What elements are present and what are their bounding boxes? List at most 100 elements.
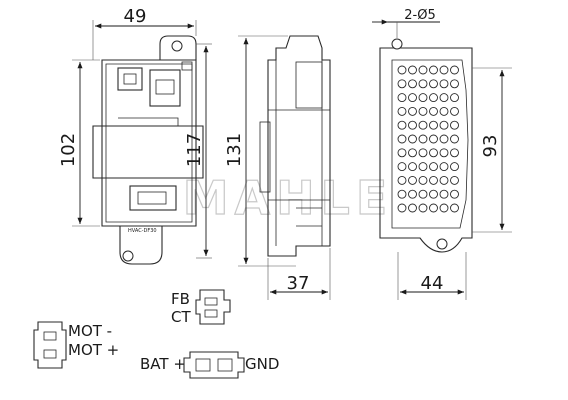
contact-cell <box>450 175 459 185</box>
contact-cell <box>439 93 449 103</box>
contact-cell <box>397 120 407 130</box>
brand-watermark: MAHLE <box>183 171 394 225</box>
contact-cell <box>397 106 407 116</box>
contact-cell <box>408 65 417 75</box>
contact-cell <box>418 106 428 116</box>
dimension-label: 2-Ø5 <box>404 8 435 23</box>
connector-top-right <box>149 69 181 107</box>
contact-cell <box>408 162 417 172</box>
dimension-depth-side: 37 <box>267 248 331 300</box>
contact-cell <box>450 203 459 213</box>
contact-cell <box>429 134 438 144</box>
contact-cell <box>418 162 428 172</box>
feedback-connector-icon <box>195 289 231 325</box>
contact-cell <box>439 203 449 213</box>
contact-cell <box>429 79 438 89</box>
contact-cell <box>397 175 407 185</box>
contact-cell <box>439 175 449 185</box>
contact-cell <box>418 134 428 144</box>
contact-cell <box>397 189 407 199</box>
pin-label-ct: CT <box>171 308 191 326</box>
pin-grid <box>397 65 459 213</box>
contact-cell <box>429 148 438 158</box>
pin-label-bat-plus: BAT + <box>140 355 186 373</box>
contact-cell <box>408 148 417 158</box>
pinout-power: BAT + GND <box>140 351 279 379</box>
dimension-label: 102 <box>58 133 79 167</box>
dimension-width-back: 44 <box>397 252 467 300</box>
part-marking: HVAC-DF30 <box>128 228 157 234</box>
mounting-hole-back-top <box>391 38 403 50</box>
contact-cell <box>397 79 407 89</box>
motor-connector-icon <box>33 321 67 369</box>
dimension-label: 93 <box>480 135 501 158</box>
contact-cell <box>429 162 438 172</box>
contact-cell <box>439 120 449 130</box>
contact-cell <box>439 189 449 199</box>
contact-cell <box>429 93 438 103</box>
contact-cell <box>418 93 428 103</box>
contact-cell <box>439 134 449 144</box>
mounting-hole-top <box>171 40 183 52</box>
pin-label-mot-plus: MOT + <box>68 341 119 359</box>
mounting-hole-back-bottom <box>436 238 448 250</box>
contact-cell <box>429 120 438 130</box>
contact-cell <box>450 120 459 130</box>
contact-cell <box>397 203 407 213</box>
contact-cell <box>439 106 449 116</box>
contact-cell <box>397 93 407 103</box>
contact-cell <box>397 134 407 144</box>
dimension-holes: 2-Ø5 <box>372 8 440 38</box>
contact-cell <box>450 93 459 103</box>
contact-cell <box>418 65 428 75</box>
contact-cell <box>408 106 417 116</box>
contact-cell <box>418 203 428 213</box>
contact-cell <box>408 93 417 103</box>
pin-label-mot-minus: MOT - <box>68 322 112 340</box>
dimension-width-front: 49 <box>92 6 197 60</box>
back-view <box>379 38 473 253</box>
contact-cell <box>450 79 459 89</box>
dimension-height-front-outer: 102 <box>58 59 100 227</box>
pinout-motor: MOT - MOT + <box>33 321 119 369</box>
contact-cell <box>450 65 459 75</box>
dimension-height-side: 131 <box>224 35 296 267</box>
power-connector-icon <box>183 351 245 379</box>
pin-label-fb: FB <box>171 290 190 308</box>
contact-cell <box>429 189 438 199</box>
contact-cell <box>418 120 428 130</box>
contact-cell <box>397 148 407 158</box>
dimension-label: 117 <box>184 133 205 167</box>
contact-cell <box>429 106 438 116</box>
contact-cell <box>450 189 459 199</box>
side-view <box>259 35 331 257</box>
contact-cell <box>408 134 417 144</box>
contact-cell <box>408 175 417 185</box>
connector-top-left <box>117 67 143 91</box>
contact-cell <box>429 175 438 185</box>
contact-cell <box>450 106 459 116</box>
contact-cell <box>429 65 438 75</box>
front-view: HVAC-DF30 <box>92 35 204 265</box>
contact-cell <box>408 120 417 130</box>
dimension-label: 131 <box>224 133 245 167</box>
contact-cell <box>418 189 428 199</box>
contact-cell <box>418 79 428 89</box>
dimension-height-back: 93 <box>472 67 512 233</box>
connector-bottom <box>129 185 177 211</box>
contact-cell <box>418 148 428 158</box>
contact-cell <box>429 203 438 213</box>
contact-cell <box>397 162 407 172</box>
dimension-label: 44 <box>421 273 444 294</box>
dimension-label: 37 <box>287 273 310 294</box>
contact-cell <box>439 65 449 75</box>
dimension-label: 49 <box>124 6 147 27</box>
contact-cell <box>408 79 417 89</box>
contact-cell <box>439 148 449 158</box>
pin-label-gnd: GND <box>245 355 279 373</box>
contact-cell <box>450 134 459 144</box>
contact-cell <box>408 203 417 213</box>
contact-cell <box>418 175 428 185</box>
mounting-hole-bottom <box>122 250 134 262</box>
